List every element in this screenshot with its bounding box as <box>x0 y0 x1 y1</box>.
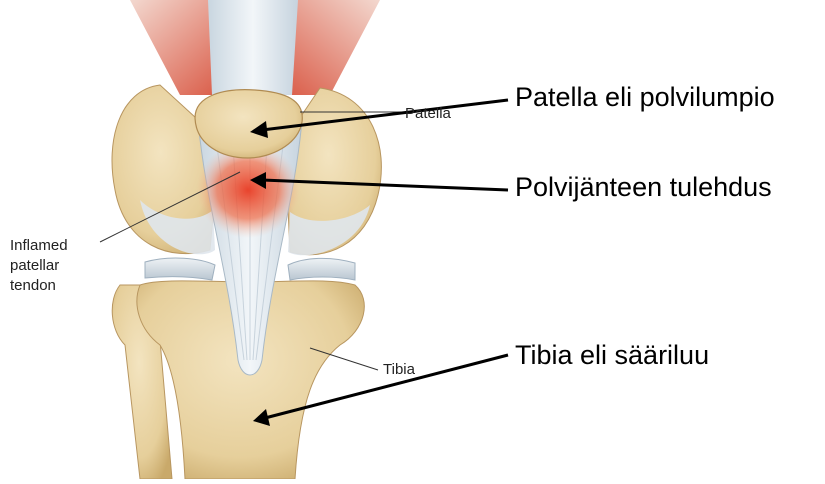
label-inflamed-line2: patellar <box>10 256 68 276</box>
label-tibia-original: Tibia <box>383 360 415 380</box>
label-inflamed-original: Inflamed patellar tendon <box>10 236 68 296</box>
label-inflamed-line3: tendon <box>10 276 68 296</box>
label-patella: Patella eli polvilumpio <box>515 82 775 113</box>
label-inflamed-line1: Inflamed <box>10 236 68 256</box>
label-tendinitis: Polvijänteen tulehdus <box>515 172 772 203</box>
meniscus-left <box>145 258 215 280</box>
label-tibia: Tibia eli sääriluu <box>515 340 709 371</box>
quadriceps-tendon <box>208 0 298 95</box>
meniscus-right <box>288 258 355 280</box>
label-patella-original: Patella <box>405 104 451 124</box>
